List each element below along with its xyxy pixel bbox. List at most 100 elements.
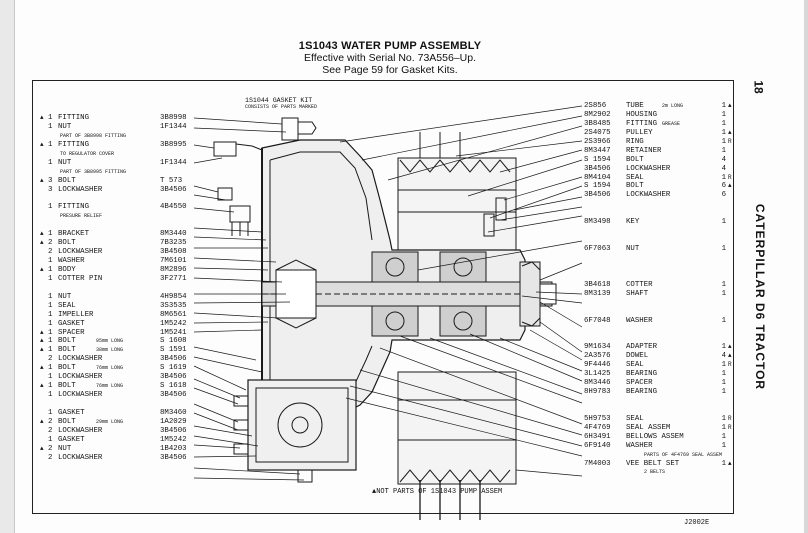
left-part-name: GASKET [58,435,85,444]
left-quantity: 1 [48,373,53,382]
left-part-name: IMPELLER [58,310,94,319]
left-part-number: 3S3535 [160,301,187,310]
right-note: 2 BELTS [644,469,666,476]
left-part-name: FITTING [58,203,90,212]
right-quantity: 1 [721,245,726,253]
right-part-name: SEAL [626,414,644,423]
left-part-name: BOLT [58,346,76,355]
right-quantity: 4 [721,155,726,164]
left-marker: ▲ [40,265,44,273]
right-quantity: 1 [721,441,726,450]
right-part-name: LOCKWASHER [626,164,671,173]
right-quantity: 4 [721,164,726,173]
left-marker: ▲ [40,230,44,238]
right-quantity: 1 [721,459,726,468]
left-row: PART OF 3B8998 FITTING [40,132,200,141]
left-quantity: 2 [48,417,53,426]
left-part-number: 3F2771 [160,274,187,283]
right-part-number: 2S856 [584,102,607,110]
right-quantity: 1 [721,289,726,298]
right-part-name: DOWEL [626,352,649,361]
left-quantity: 1 [48,337,53,346]
right-row [584,236,734,245]
left-quantity: 1 [48,122,53,131]
right-quantity: 1 [721,119,726,128]
left-quantity: 1 [48,435,53,444]
right-part-name: WASHER [626,316,653,325]
right-part-name: VEE BELT SET [626,459,680,468]
right-part-name: KEY [626,218,640,227]
right-part-number: 6F9140 [584,441,611,450]
right-row: 2 BELTS [584,468,734,477]
left-part-name: NUT [58,444,72,453]
right-row [584,299,734,308]
left-part-number: 7B3235 [160,239,187,248]
left-part-name: BOLT [58,364,76,373]
left-row [40,400,200,409]
right-part-name: BEARING [626,370,658,379]
left-quantity: 1 [48,292,53,301]
left-part-name: SPACER [58,328,85,337]
right-row [584,272,734,281]
left-part-name: SEAL [58,301,76,310]
left-part-number: S 1608 [160,337,187,346]
right-part-name: COTTER [626,280,653,289]
left-quantity: 1 [48,364,53,373]
left-part-name: BOLT [58,417,76,426]
left-marker: ▲ [40,382,44,390]
page-header: 1S1043 WATER PUMP ASSEMBLY Effective wit… [240,40,540,76]
left-quantity: 1 [48,158,53,167]
left-part-name: LOCKWASHER [58,373,103,382]
left-row [40,194,200,203]
right-part-number: 3B4506 [584,191,611,200]
right-part-number: 8M3139 [584,289,611,298]
left-marker: ▲ [40,176,44,184]
left-part-name: LOCKWASHER [58,185,103,194]
left-marker: ▲ [40,346,44,354]
left-quantity: 1 [48,382,53,391]
left-quantity: 1 [48,203,53,212]
left-part-number: S 1619 [160,364,187,373]
assembly-title: 1S1043 WATER PUMP ASSEMBLY [298,40,482,52]
right-part-name: WASHER [626,441,653,450]
left-part-number: 4H9854 [160,292,187,301]
left-part-name: BOLT [58,176,76,185]
right-part-number: S 1594 [584,155,611,164]
right-part-name: BELLOWS ASSEM [626,432,684,441]
left-quantity: 2 [48,453,53,462]
left-part-name: LOCKWASHER [58,355,103,364]
right-part-name: RETAINER [626,146,662,155]
left-quantity: 3 [48,176,53,185]
right-part-name: RING [626,137,644,146]
right-row [584,406,734,415]
right-marker: ▲ [728,343,732,351]
left-marker: ▲ [40,328,44,336]
left-part-number: 3B8995 [160,140,187,149]
right-note: PARTS OF 4F4769 SEAL ASSEM [644,451,723,458]
right-row [584,200,734,209]
